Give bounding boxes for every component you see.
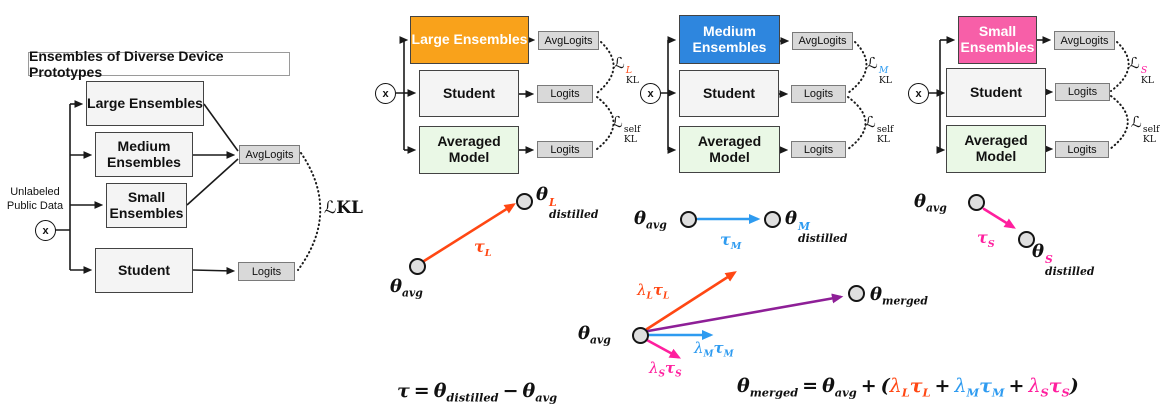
left-avglogits-chip: AvgLogits (239, 145, 300, 164)
d2-medium-ensembles-box: Medium Ensembles (679, 15, 780, 64)
theta-avg-label: θavg (578, 323, 611, 347)
d2-avglogits-chip: AvgLogits (792, 32, 853, 50)
left-box-small-ensembles: Small Ensembles (106, 183, 187, 228)
d1-input-node-x: x (375, 83, 396, 104)
theta-merged-arrow (646, 293, 844, 333)
d2-averaged-logits-chip: Logits (791, 141, 846, 158)
theta-avg-node (968, 194, 985, 211)
d3-averaged-model-box: Averaged Model (946, 125, 1046, 173)
d3-averaged-logits-chip: Logits (1055, 141, 1109, 158)
d2-input-node-x: x (640, 83, 661, 104)
theta-distilled-M-node (764, 211, 781, 228)
d3-avglogits-chip: AvgLogits (1054, 31, 1115, 50)
lambda-L-tau-L-arrow (645, 271, 737, 331)
d1-averaged-logits-chip: Logits (537, 141, 593, 158)
d1-avglogits-chip: AvgLogits (538, 31, 599, 50)
tau-definition-equation: τ=θdistilled−θavg (397, 380, 558, 405)
theta-avg-label: θavg (634, 208, 667, 232)
theta-avg-label: θavg (914, 191, 947, 215)
tau-L-arrow (422, 203, 516, 263)
theta-merged-label: θmerged (870, 284, 928, 308)
left-panel-title: Ensembles of Diverse Device Prototypes (28, 48, 290, 80)
lambda-S-tau-S-arrow (643, 337, 682, 359)
theta-merged-node (848, 285, 865, 302)
tau-S-arrow (982, 207, 1016, 229)
left-logits-chip: Logits (238, 262, 295, 281)
theta-avg-node (409, 258, 426, 275)
lambda-S-tau-S-label: λSτS (649, 359, 682, 380)
d3-student-box: Student (946, 68, 1046, 117)
input-node-x: x (35, 220, 56, 241)
tau-L-label: τL (474, 237, 492, 259)
d3-small-ensembles-box: Small Ensembles (958, 16, 1037, 64)
lambda-L-tau-L-label: λLτL (637, 281, 670, 302)
theta-avg-node (632, 327, 649, 344)
d2-averaged-model-box: Averaged Model (679, 126, 780, 173)
tau-M-label: τM (720, 230, 742, 252)
unlabeled-public-data-caption: Unlabeled Public Data (6, 186, 64, 213)
left-box-medium-ensembles: Medium Ensembles (95, 132, 193, 177)
d1-student-box: Student (419, 70, 519, 117)
theta-merged-equation: θmerged=θavg+(λLτL+λMτM+λSτS) (737, 375, 1079, 400)
left-box-student: Student (95, 248, 193, 293)
d2-student-box: Student (679, 70, 779, 117)
theta-avg-label: θavg (390, 276, 423, 300)
d1-student-logits-chip: Logits (537, 85, 593, 103)
theta-avg-node (680, 211, 697, 228)
d2-student-logits-chip: Logits (791, 85, 846, 103)
theta-distilled-S-node (1018, 231, 1035, 248)
d3-student-logits-chip: Logits (1055, 83, 1110, 101)
tau-S-label: τS (977, 228, 995, 250)
d1-averaged-model-box: Averaged Model (419, 126, 519, 174)
left-box-large-ensembles: Large Ensembles (86, 81, 204, 126)
d3-input-node-x: x (908, 83, 929, 104)
lambda-M-tau-M-label: λMτM (694, 339, 734, 360)
theta-distilled-L-node (516, 193, 533, 210)
d1-large-ensembles-box: Large Ensembles (410, 16, 529, 64)
kl-loss-label: ℒKL (324, 198, 363, 218)
